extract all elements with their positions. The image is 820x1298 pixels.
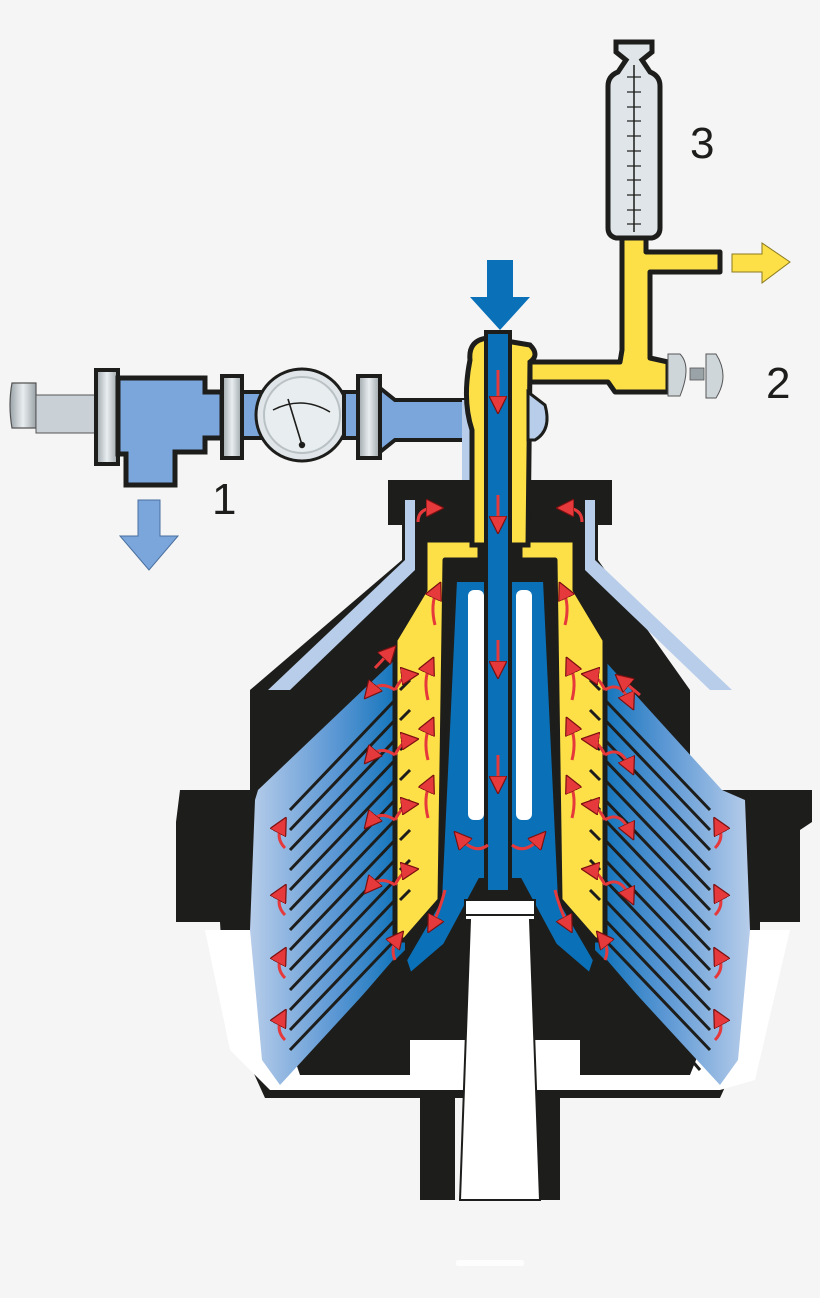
callout-label-3: 3 <box>690 119 715 168</box>
callout-label-1: 1 <box>212 475 237 524</box>
heavy-phase-outflow-arrow-icon <box>118 499 180 571</box>
feed-inlet-arrow-icon <box>470 260 530 330</box>
throttle-valve-icon <box>667 353 724 399</box>
spindle <box>458 899 542 1201</box>
light-phase-outflow-arrow-icon <box>731 242 791 284</box>
callout-label-2: 2 <box>766 359 791 408</box>
flow-arrows <box>279 370 721 1042</box>
sight-glass-icon <box>605 39 663 241</box>
light-phase-channels <box>392 537 608 943</box>
heavy-phase-outlet-assembly <box>9 367 474 571</box>
pressure-gauge-icon <box>254 367 350 463</box>
inlet-tube <box>463 330 549 894</box>
bottom-bar <box>456 1260 524 1266</box>
valve-knob-icon <box>9 382 99 434</box>
light-phase-outlet-assembly <box>527 39 791 399</box>
